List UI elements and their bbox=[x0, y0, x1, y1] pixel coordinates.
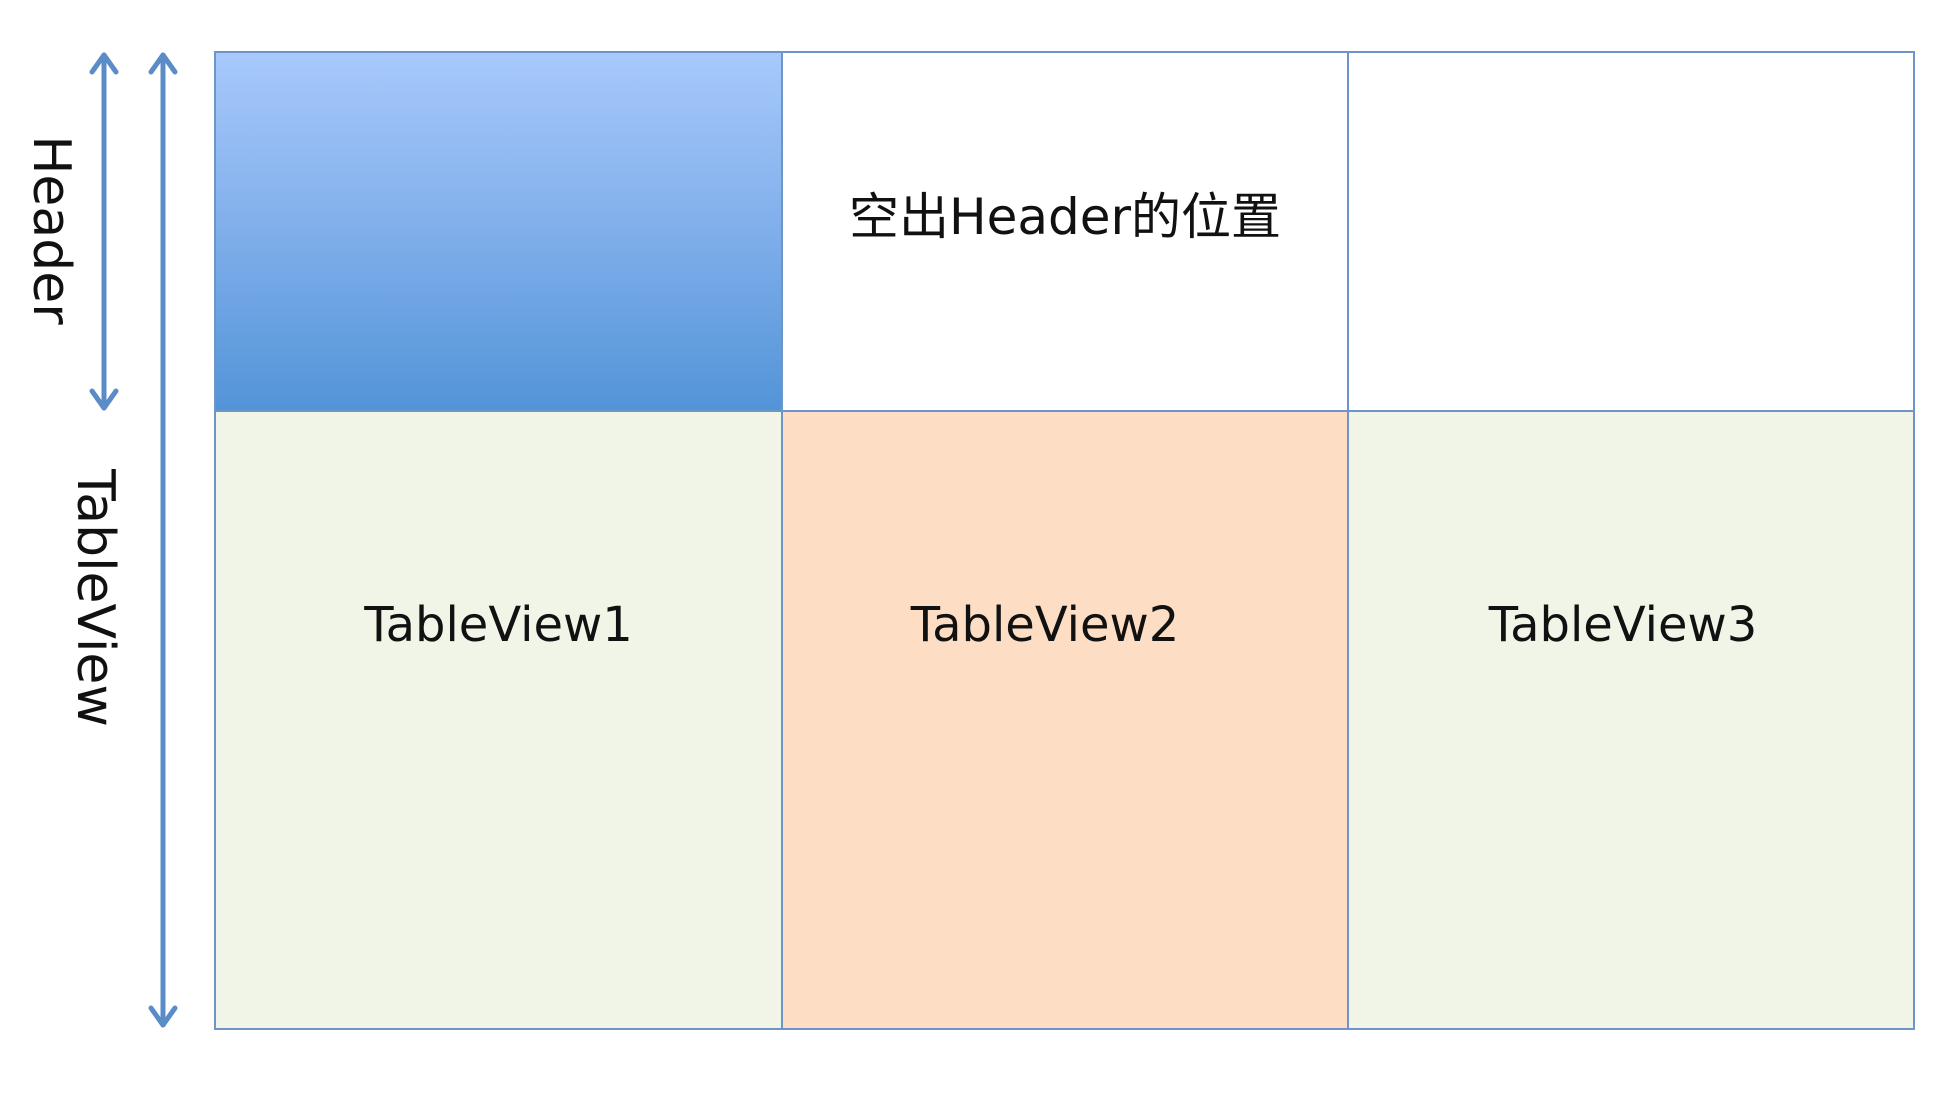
tableview1-label: TableView1 bbox=[364, 597, 633, 653]
header-axis-label: Header bbox=[21, 135, 81, 325]
header-placeholder-cell: 空出Header的位置 bbox=[781, 51, 1349, 412]
tableview2-label: TableView2 bbox=[910, 597, 1180, 653]
tableview3-label: TableView3 bbox=[1488, 597, 1758, 653]
tableview-height-arrow bbox=[148, 52, 178, 1028]
tableview3-panel: TableView3 bbox=[1347, 410, 1915, 1030]
header-height-arrow bbox=[89, 52, 119, 411]
header-block bbox=[214, 51, 783, 412]
tableview2-panel: TableView2 bbox=[781, 410, 1349, 1030]
header-placeholder-text: 空出Header的位置 bbox=[848, 187, 1282, 246]
tableview-axis-label: TableView bbox=[65, 469, 125, 727]
tableview1-panel: TableView1 bbox=[214, 410, 783, 1030]
header-empty-cell bbox=[1347, 51, 1915, 412]
